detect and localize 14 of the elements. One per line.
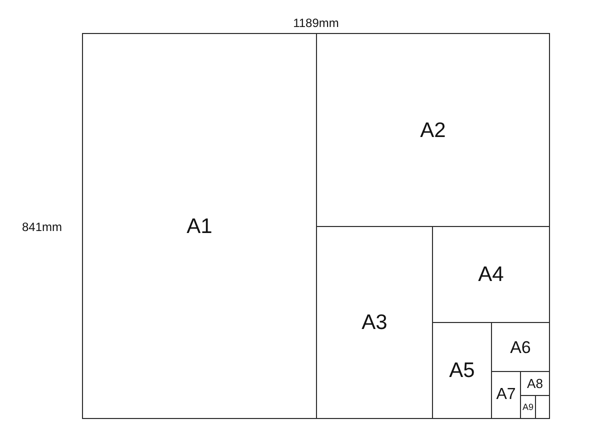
- empty-box: [535, 395, 550, 419]
- height-dimension: 841mm: [22, 221, 62, 233]
- size-label: A2: [420, 120, 446, 140]
- size-label: A5: [449, 360, 475, 381]
- size-label: A8: [527, 377, 543, 390]
- size-label: A6: [510, 338, 531, 356]
- paper-size-box: [82, 33, 317, 419]
- size-label: A9: [522, 402, 534, 412]
- paper-size-box: [316, 33, 550, 227]
- width-dimension: 1189mm: [293, 17, 339, 29]
- size-label: A1: [186, 216, 212, 236]
- size-label: A4: [478, 264, 504, 285]
- size-label: A3: [362, 312, 388, 333]
- size-label: A7: [496, 387, 516, 403]
